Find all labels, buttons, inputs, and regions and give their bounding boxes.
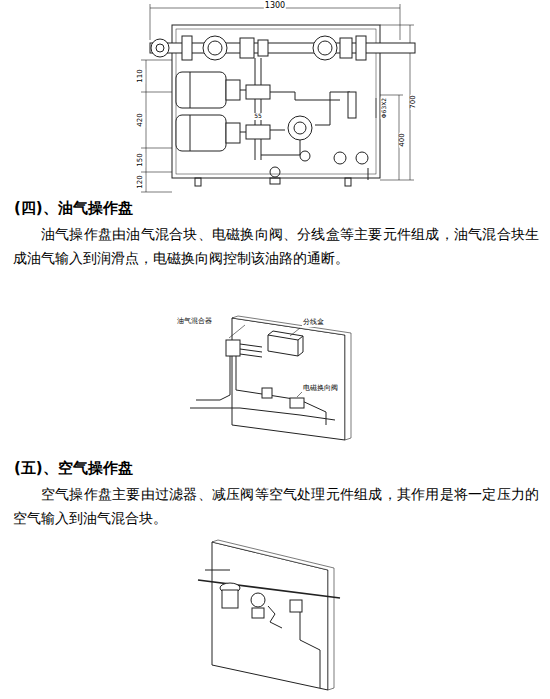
dimension: 1300 [264, 2, 286, 11]
main-pipe [150, 36, 415, 60]
section-heading: (五)、空气操作盘 [13, 460, 134, 477]
dimension: 55 [253, 113, 263, 120]
valves-pipes [240, 58, 368, 180]
oil-air-mixer [226, 340, 240, 356]
part-label: 分线盒 [302, 319, 325, 327]
dimension: 110 [137, 68, 145, 83]
air-panel [198, 540, 340, 690]
dimension: 150 [137, 152, 145, 167]
feet [195, 178, 351, 186]
dimension: 700 [410, 94, 418, 109]
oil-air-panel [190, 316, 351, 440]
dimension: 120 [137, 174, 145, 189]
dimension: 420 [137, 112, 145, 127]
dimension: Φ63X2 [381, 97, 388, 119]
paragraph: 空气操作盘主要由过滤器、减压阀等空气处理元件组成，其作用是将一定压力的空气输入到… [13, 482, 539, 530]
junction-box [268, 335, 298, 356]
paragraph: 油气操作盘由油气混合块、电磁换向阀、分线盒等主要元件组成，油气混合块生成油气输入… [13, 222, 539, 270]
dimension: 400 [399, 132, 407, 147]
gauge-tube [348, 92, 356, 118]
section-heading: (四)、油气操作盘 [13, 200, 134, 217]
dimension-lines [141, 4, 414, 192]
pump-motor [176, 72, 240, 151]
part-label: 油气混合器 [176, 318, 213, 326]
pressure-reducer [251, 593, 265, 607]
solenoid-valve [290, 398, 304, 408]
part-label: 电磁换向阀 [302, 385, 339, 393]
filter [288, 116, 312, 140]
